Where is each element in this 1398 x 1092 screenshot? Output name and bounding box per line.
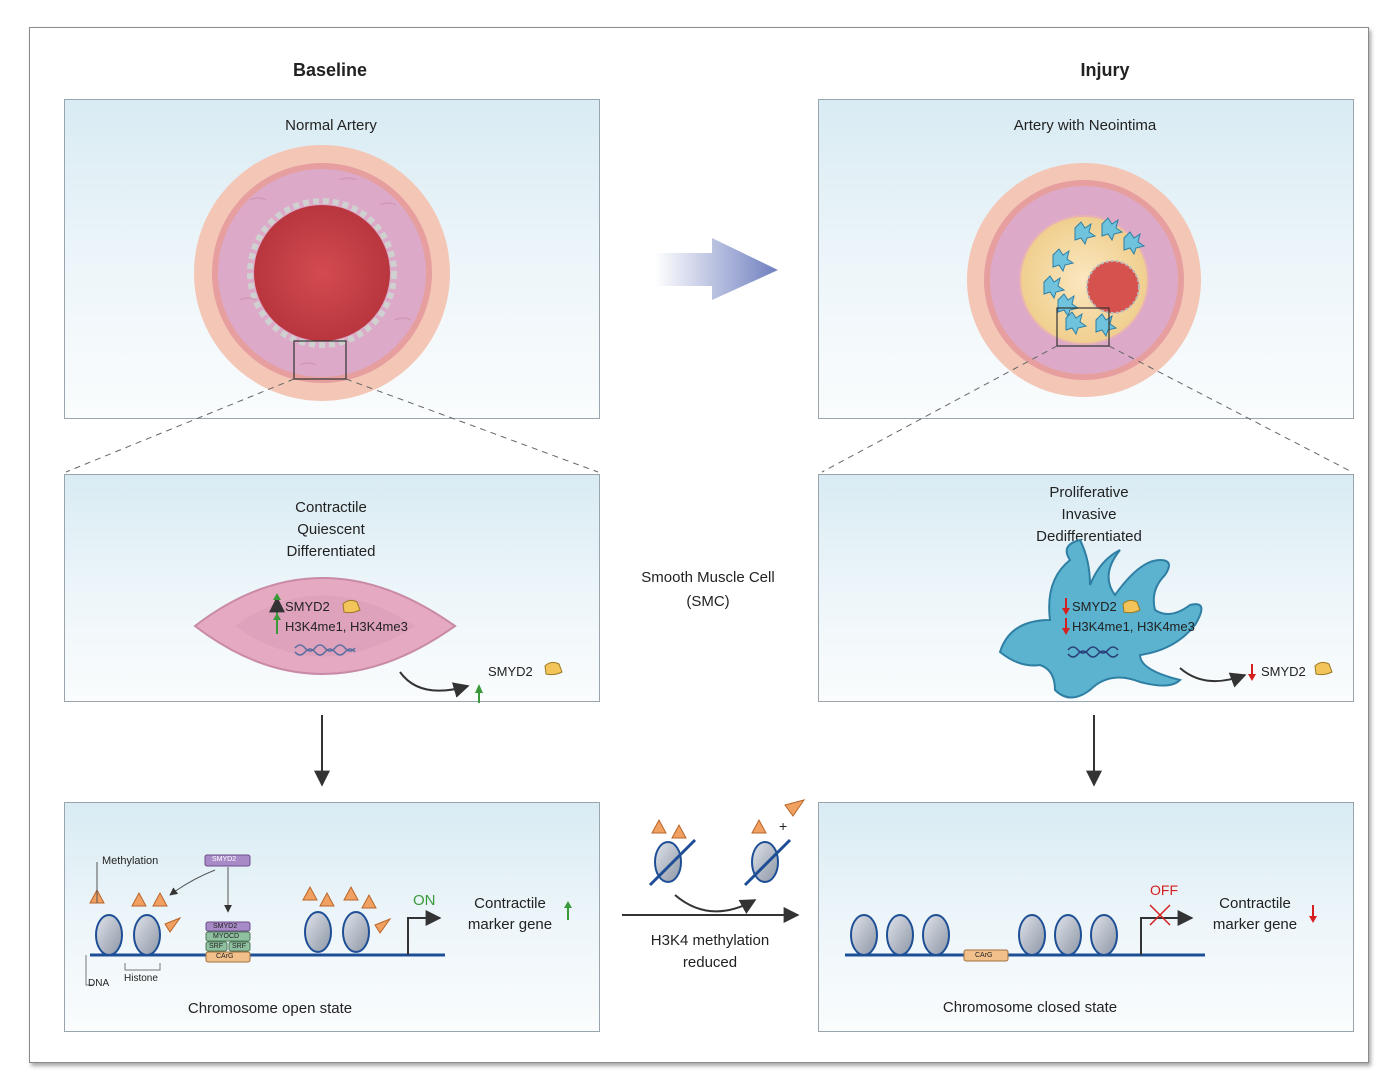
smyd2-secreted-injury-icon <box>1314 661 1333 676</box>
state-dedifferentiated: Dedifferentiated <box>1036 528 1142 545</box>
injury-marker-gene: Contractile marker gene <box>1195 893 1315 935</box>
injury-histone-marks: H3K4me1, H3K4me3 <box>1072 619 1195 634</box>
smc-abbrev: (SMC) <box>686 593 730 610</box>
injury-smyd2-label: SMYD2 <box>1072 599 1117 614</box>
baseline-smyd2-label: SMYD2 <box>285 599 330 614</box>
baseline-marker-gene-line1: Contractile <box>474 895 546 912</box>
state-invasive: Invasive <box>1061 506 1117 523</box>
baseline-heading: Baseline <box>292 60 368 80</box>
zoom-box-normal <box>293 340 347 380</box>
closed-state-label: Chromosome closed state <box>942 999 1118 1016</box>
methylation-reduced-line1: H3K4 methylation <box>650 932 770 949</box>
baseline-smc-states: Contractile Quiescent Differentiated <box>181 497 481 563</box>
complex-carg-label: CArG <box>216 953 234 960</box>
off-label: OFF <box>1150 882 1178 898</box>
baseline-marker-gene-line2: marker gene <box>467 916 553 933</box>
state-differentiated: Differentiated <box>286 543 376 560</box>
on-label: ON <box>413 892 436 909</box>
state-quiescent: Quiescent <box>297 521 365 538</box>
state-contractile: Contractile <box>295 499 367 516</box>
injury-marker-gene-line1: Contractile <box>1219 895 1291 912</box>
baseline-secreted-smyd2: SMYD2 <box>488 664 533 679</box>
injury-smc-states: Proliferative Invasive Dedifferentiated <box>939 482 1239 548</box>
closed-chromatin <box>845 904 1317 962</box>
smyd2-protein-injury-icon <box>1122 599 1141 614</box>
dna-label: DNA <box>88 978 110 989</box>
methylation-label: Methylation <box>102 855 159 867</box>
methylation-transition <box>622 799 806 923</box>
zoom-box-injury <box>1056 307 1110 347</box>
methylation-reduced-line2: reduced <box>682 954 738 971</box>
smyd2-protein-icon <box>342 599 361 614</box>
complex-srf-left-label: SRF <box>209 943 223 950</box>
complex-myocd-label: MYOCD <box>213 933 240 940</box>
smc-name: Smooth Muscle Cell <box>641 569 775 586</box>
smyd2-free-label: SMYD2 <box>212 856 237 863</box>
complex-smyd2-label: SMYD2 <box>213 923 238 930</box>
dedifferentiated-smc <box>998 538 1203 699</box>
plus-sign: + <box>779 818 788 834</box>
histone-label: Histone <box>124 973 158 984</box>
state-proliferative: Proliferative <box>1049 484 1129 501</box>
smc-label: Smooth Muscle Cell (SMC) <box>598 566 818 614</box>
transition-arrow <box>655 238 778 300</box>
open-chromatin <box>85 854 572 986</box>
normal-artery-title: Normal Artery <box>285 117 377 134</box>
neointima-artery-title: Artery with Neointima <box>1013 117 1157 134</box>
neointima-artery <box>967 163 1201 397</box>
methylation-reduced-label: H3K4 methylation reduced <box>610 930 810 974</box>
baseline-marker-gene: Contractile marker gene <box>450 893 570 935</box>
complex-srf-right-label: SRF <box>232 943 246 950</box>
injury-secreted-smyd2: SMYD2 <box>1261 664 1306 679</box>
closed-carg-label: CArG <box>975 952 993 959</box>
normal-artery <box>194 145 450 401</box>
smyd2-secreted-icon <box>544 661 563 676</box>
injury-marker-gene-line2: marker gene <box>1212 916 1298 933</box>
injury-heading: Injury <box>1080 60 1130 80</box>
open-state-label: Chromosome open state <box>187 1000 353 1017</box>
closed-chromatin-panel <box>818 802 1354 1032</box>
baseline-histone-marks: H3K4me1, H3K4me3 <box>285 619 408 634</box>
